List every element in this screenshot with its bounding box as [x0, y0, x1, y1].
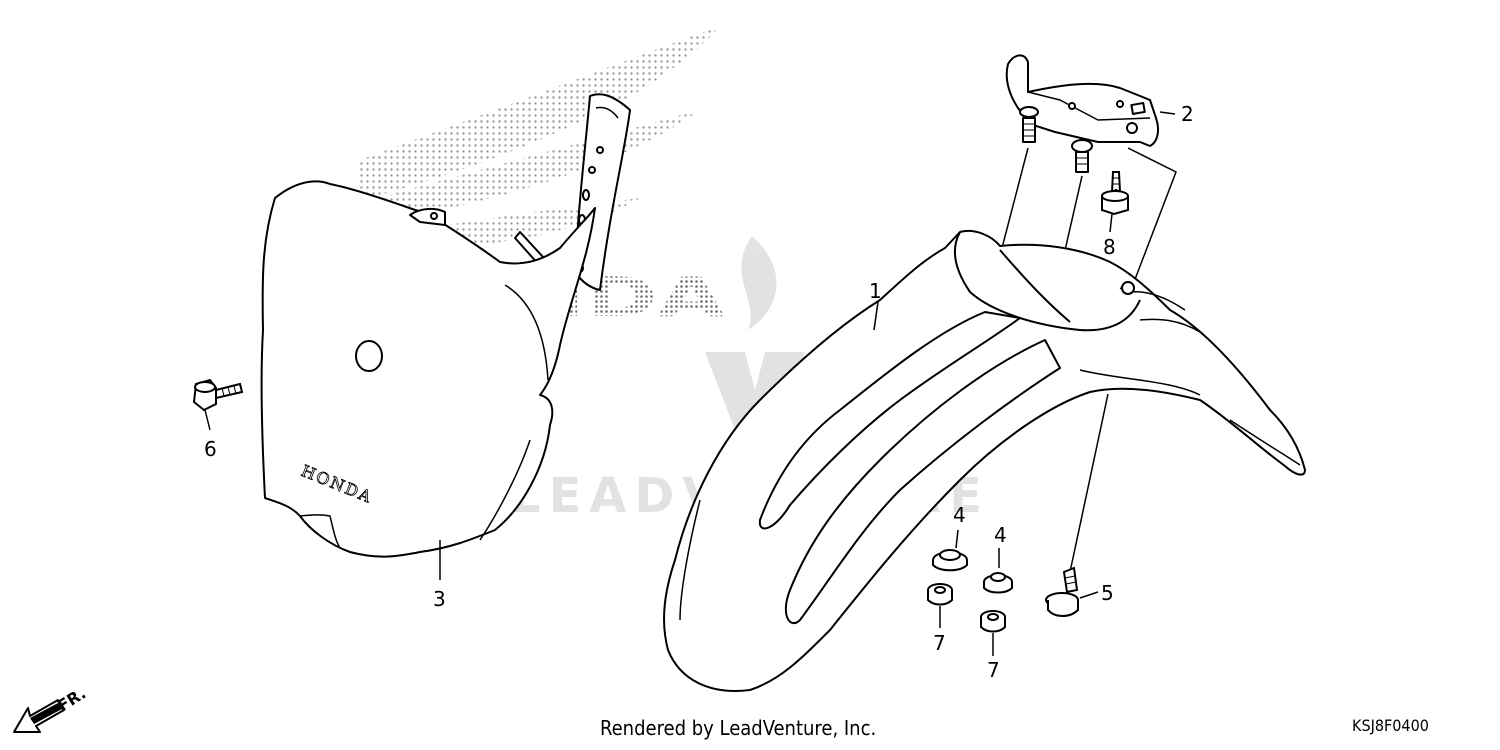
fender-bracket — [1005, 54, 1159, 173]
front-fender — [663, 230, 1306, 692]
callout-1: 1 — [869, 279, 882, 303]
callout-4b: 4 — [994, 523, 1007, 547]
diagram-code: KSJ8F0400 — [1352, 716, 1429, 735]
plate-bolt — [192, 378, 244, 431]
collar-a — [932, 529, 968, 572]
callout-leaders — [439, 111, 1176, 580]
callout-8: 8 — [1103, 235, 1116, 259]
callout-3: 3 — [433, 587, 446, 611]
callout-7b: 7 — [987, 658, 1000, 682]
callout-numbers: 1 2 3 4 4 5 6 7 7 8 — [204, 102, 1194, 682]
callout-2: 2 — [1181, 102, 1194, 126]
callout-7a: 7 — [933, 631, 946, 655]
callout-4a: 4 — [953, 503, 966, 527]
callout-5: 5 — [1101, 581, 1114, 605]
nut-b — [980, 610, 1006, 656]
bracket-bolt — [1101, 171, 1129, 233]
front-direction-indicator: FR. — [13, 684, 89, 733]
assembly-leader-lines — [1001, 147, 1177, 573]
nut-a — [927, 583, 953, 628]
collar-b — [983, 548, 1013, 594]
callout-6: 6 — [204, 437, 217, 461]
number-plate: HONDA — [260, 93, 631, 558]
footer-credit: Rendered by LeadVenture, Inc. — [600, 716, 877, 740]
fender-bolt — [1045, 566, 1099, 617]
